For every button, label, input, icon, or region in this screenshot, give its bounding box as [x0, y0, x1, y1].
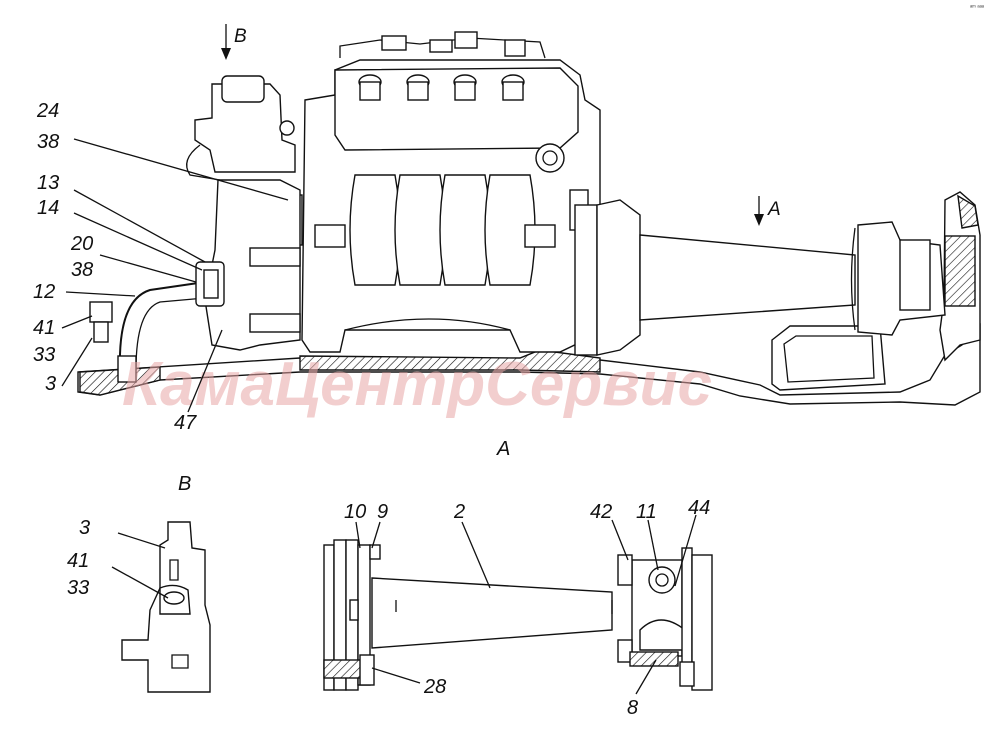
drive-pulley	[574, 204, 598, 356]
detail-b-callout-41: 41	[67, 550, 89, 572]
detail-a-callout-2: 2	[453, 501, 465, 523]
callout-13: 13	[37, 172, 59, 194]
view-b-arrow-label: B	[234, 26, 247, 47]
detail-a-callout-28: 28	[423, 676, 446, 698]
main-leaders	[61, 138, 289, 413]
callout-3: 3	[45, 373, 56, 395]
callout-14: 14	[37, 197, 59, 219]
callout-38-lower: 38	[71, 259, 93, 281]
drive-shaft	[639, 234, 856, 321]
view-a-title: A	[496, 438, 510, 460]
governor-housing	[194, 83, 296, 173]
detail-b-callout-3: 3	[79, 517, 90, 539]
clip-3	[117, 355, 137, 383]
view-a-arrowhead	[754, 214, 764, 226]
watermark: КамаЦентрСервис	[122, 350, 712, 419]
main-view: КамаЦентрСервис B A 24 38 13 14 20 38 12…	[33, 24, 981, 434]
detail-a-callout-10: 10	[344, 501, 366, 523]
head-studs	[358, 74, 525, 101]
callout-47: 47	[174, 412, 197, 434]
cross-member	[771, 325, 886, 391]
callout-20: 20	[70, 233, 93, 255]
detail-a-callout-11: 11	[636, 501, 657, 523]
detail-shaft-2	[371, 577, 613, 649]
detail-b-callout-33: 33	[67, 577, 89, 599]
detail-a-callout-42: 42	[590, 501, 612, 523]
callout-41: 41	[33, 317, 55, 339]
callout-33: 33	[33, 344, 55, 366]
view-b-detail: 3 41 33	[67, 517, 211, 693]
side-nut	[535, 143, 565, 173]
detail-a-callout-9: 9	[377, 501, 388, 523]
pipe-12	[118, 281, 206, 371]
frame-section-mid	[299, 349, 601, 373]
view-b-title: B	[178, 473, 191, 495]
callout-12: 12	[33, 281, 55, 303]
callout-38: 38	[37, 131, 59, 153]
callout-24: 24	[36, 100, 59, 122]
cylinders	[349, 174, 536, 286]
bolt-41	[89, 301, 113, 323]
view-a-arrow-label: A	[767, 199, 781, 220]
view-b-arrowhead	[221, 48, 231, 60]
corner-mark: ᵃᵐ ᵃᵃᵃ	[970, 5, 985, 11]
detail-a-callout-44: 44	[688, 497, 710, 519]
detail-a-callout-8: 8	[627, 697, 638, 719]
view-a-detail: 10 9 2 42 11 44 28 8	[323, 497, 713, 719]
